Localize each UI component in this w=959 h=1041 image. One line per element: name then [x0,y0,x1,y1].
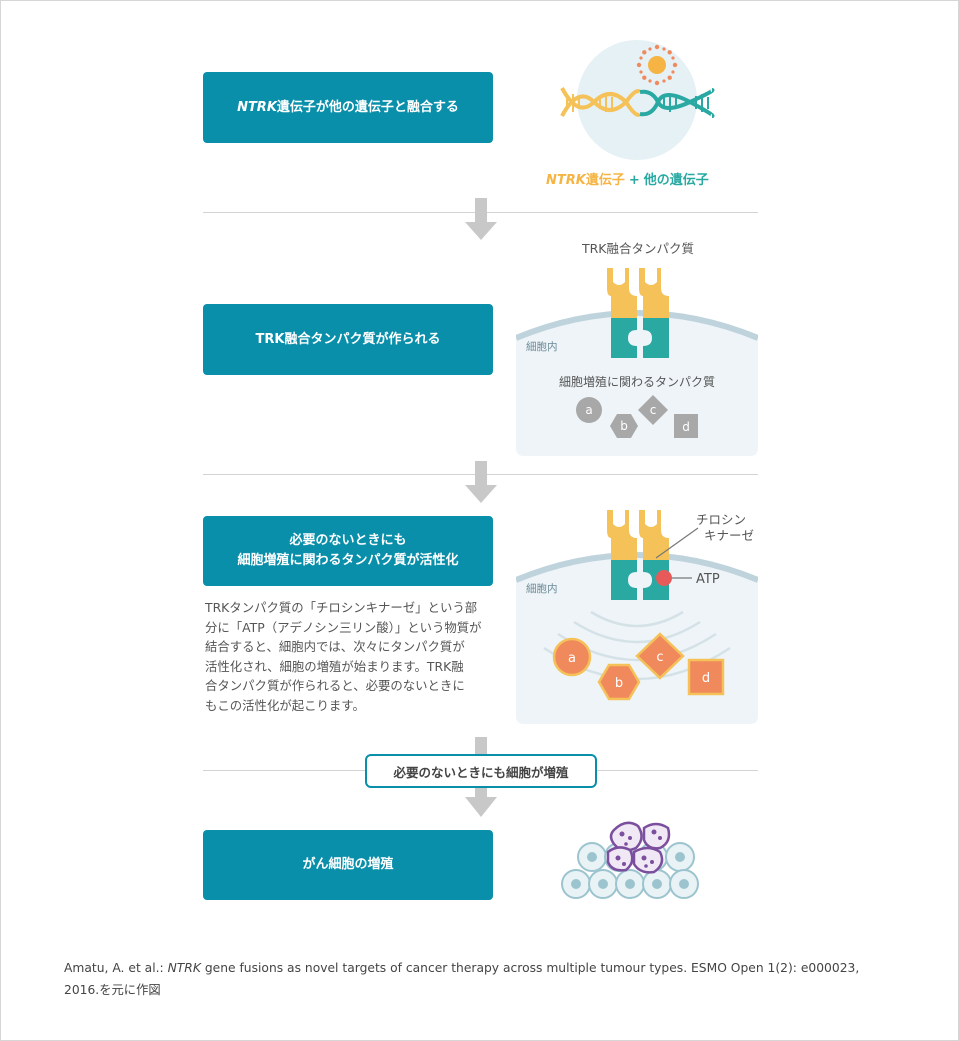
active-protein-b: b [597,663,641,701]
proteins-label: 細胞増殖に関わるタンパク質 [559,374,715,389]
step-fusion-protein: TRK融合タンパク質が作られる [203,304,493,375]
protein-b: b [610,414,638,438]
citation-italic: NTRK [167,961,201,975]
svg-text:NTRK遺伝子+他の遺伝子: NTRK遺伝子 +他の遺伝子 [546,172,709,188]
atp-molecule-icon [656,570,672,586]
ntrk-gene-italic: NTRK [546,173,587,188]
plus-sign: + [629,173,640,188]
step-activation-line2: 細胞増殖に関わるタンパク質が活性化 [237,553,459,568]
protein-d: d [674,414,698,438]
cell-area [516,555,758,724]
cancer-cells-illustration [561,821,699,899]
other-dna-icon [639,88,715,118]
dna-background-circle [577,40,697,160]
active-protein-d-label: d [702,671,710,686]
protein-b-label: b [620,419,628,433]
active-protein-c-label: c [656,650,663,665]
explanation-line: TRKタンパク質の「チロシンキナーゼ」という部 [205,600,478,615]
explanation-line: 合タンパク質が作られると、必要のないときに [205,678,465,693]
fusion-protein-title: TRK融合タンパク質 [581,241,695,256]
kinase-label-line1: チロシン [696,512,746,527]
explanation-line: 分に「ATP（アデノシン三リン酸）」という物質が [205,619,482,635]
intracellular-label: 細胞内 [526,582,558,595]
cancer-cells-icon [606,821,671,874]
citation-authors: Amatu, A. et al.: [64,961,168,975]
step-activation: 必要のないときにも 細胞増殖に関わるタンパク質が活性化 [203,516,493,586]
down-arrow-icon [465,461,497,503]
activation-panel: ATP チロシン キナーゼ 細胞内 a b c d [516,510,758,724]
active-protein-c: c [635,632,685,680]
step-ntrk-italic: NTRK [237,99,277,115]
citation: Amatu, A. et al.: NTRK gene fusions as n… [64,957,934,1001]
gene-fusion-illustration: NTRK遺伝子 +他の遺伝子 [546,40,715,188]
active-protein-b-label: b [615,676,623,691]
citation-line2: 2016.を元に作図 [64,983,161,997]
trk-receptor-icon [607,510,669,600]
proliferation-badge: 必要のないときにも細胞が増殖 [365,754,597,788]
step-gene-fusion: NTRK遺伝子が他の遺伝子と融合する [203,72,493,143]
step-cancer-proliferation-label: がん細胞の増殖 [302,857,394,872]
proliferation-badge-label: 必要のないときにも細胞が増殖 [393,764,569,780]
step-fusion-protein-label: TRK融合タンパク質が作られる [255,331,441,347]
intracellular-label: 細胞内 [526,340,558,353]
fusion-protein-panel: 細胞内 細胞増殖に関わるタンパク質 a b c d [516,268,758,456]
ntrk-gene-label: 遺伝子 [585,172,625,188]
explanation-line: 活性化され、細胞の増殖が始まります。TRK融 [205,658,464,674]
protein-c-label: c [650,403,657,417]
step-activation-line1: 必要のないときにも [289,533,407,548]
ntrk-dna-icon [560,87,642,117]
fusion-spark-icon [636,44,678,86]
protein-a: a [576,397,602,423]
kinase-label-line2: キナーゼ [704,528,754,543]
step-gene-fusion-label: 遺伝子が他の遺伝子と融合する [276,99,459,115]
step-cancer-proliferation: がん細胞の増殖 [203,830,493,900]
explanation-line: 結合すると、細胞内では、次々にタンパク質が [205,639,465,654]
protein-a-label: a [585,403,592,417]
atp-label: ATP [696,572,720,587]
active-protein-a-label: a [568,651,576,666]
down-arrow-icon [465,198,497,240]
active-protein-d: d [687,658,725,696]
explanation-text: TRKタンパク質の「チロシンキナーゼ」という部 分に「ATP（アデノシン三リン酸… [205,598,495,715]
active-protein-a: a [552,637,592,677]
other-gene-label: 他の遺伝子 [643,172,709,188]
citation-title: gene fusions as novel targets of cancer … [200,961,860,975]
protein-d-label: d [682,420,690,434]
explanation-line: もこの活性化が起こります。 [205,697,365,713]
protein-c: c [638,395,668,425]
trk-receptor-icon [607,268,669,358]
